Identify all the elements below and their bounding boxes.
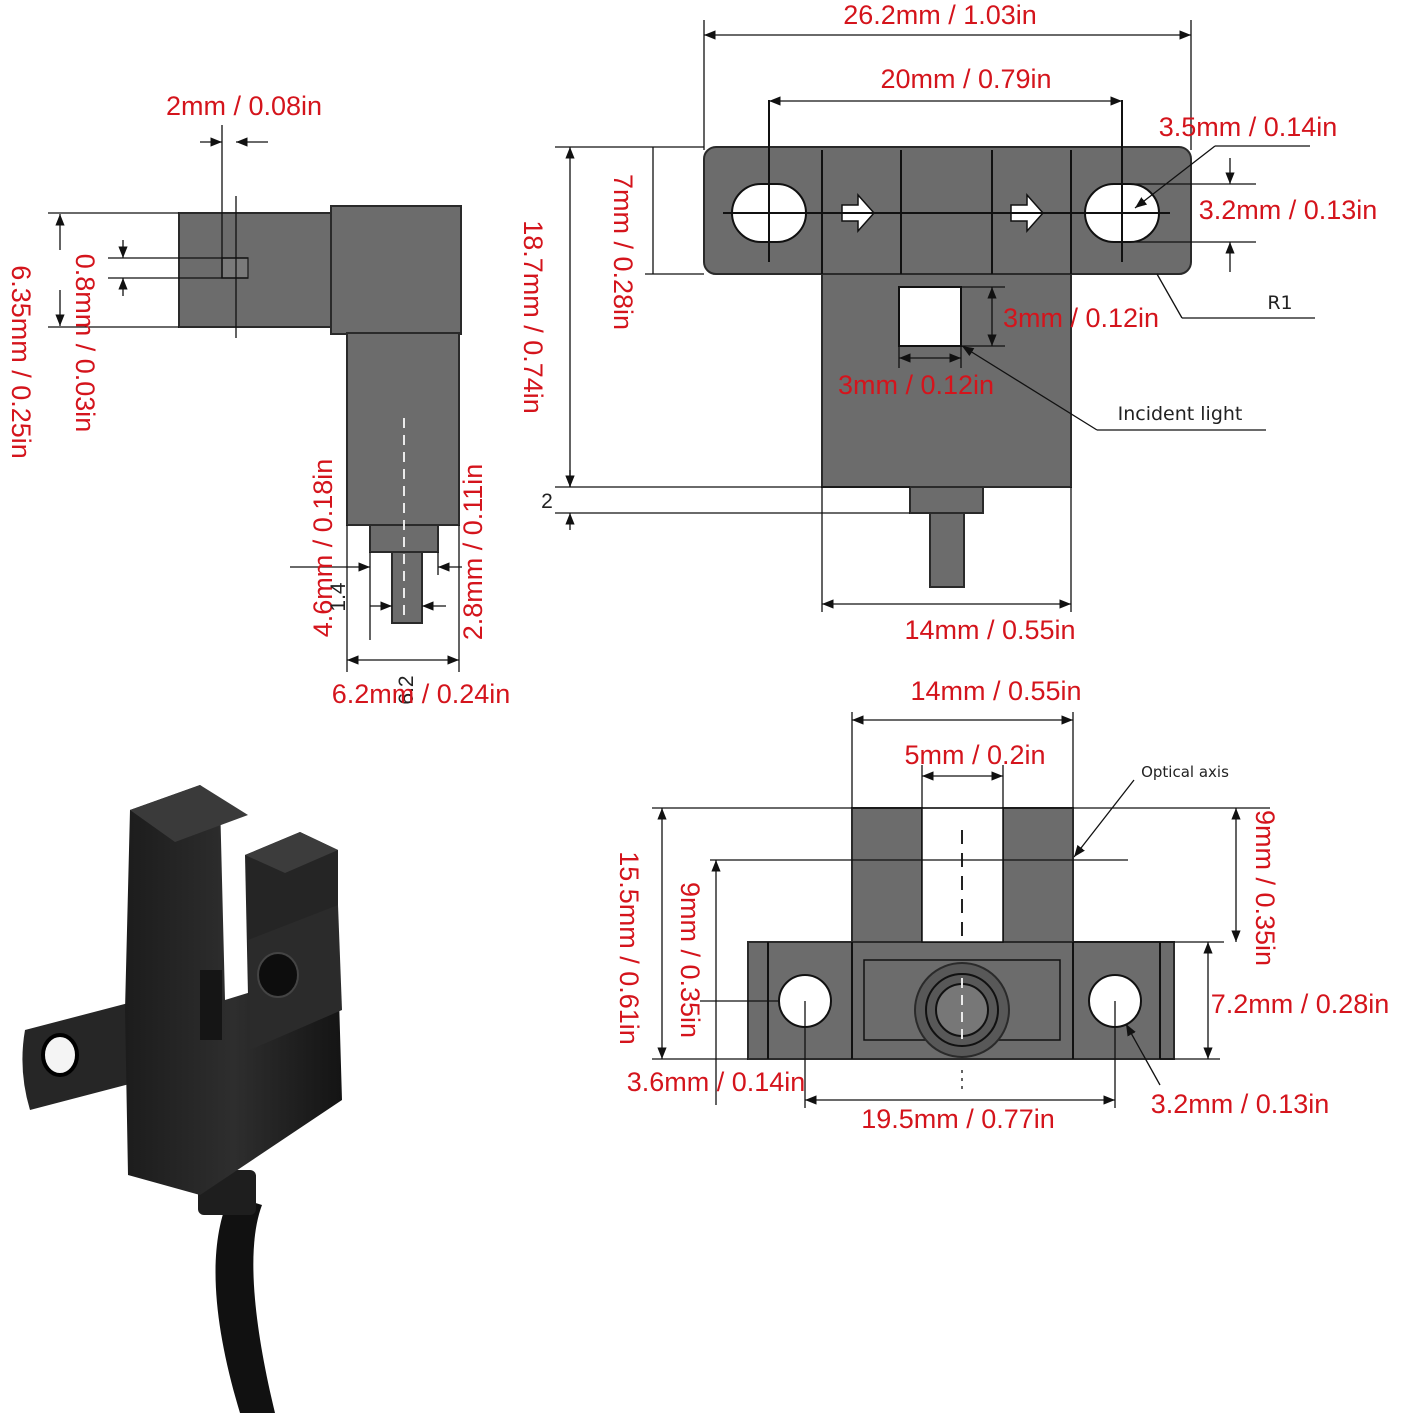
side-lead-notch xyxy=(221,257,249,279)
front-hole-pitch-label: 19.5mm / 0.77in xyxy=(861,1104,1055,1134)
side-pin-side-label: 2.8mm / 0.11in xyxy=(458,464,488,641)
top-overall-width-label: 26.2mm / 1.03in xyxy=(843,0,1037,30)
front-lens-inner xyxy=(935,983,989,1037)
sensor-right-top xyxy=(245,832,338,873)
side-slot-block xyxy=(178,212,333,328)
top-hole-length-label: 3.5mm / 0.14in xyxy=(1159,112,1338,142)
top-aperture-width-label: 3mm / 0.12in xyxy=(838,370,994,400)
front-lens-mid xyxy=(925,973,999,1047)
leader xyxy=(1125,1023,1161,1086)
leader xyxy=(1134,145,1216,209)
sensor-left-top xyxy=(130,785,248,842)
front-hole-diameter-label: 3.2mm / 0.13in xyxy=(1151,1089,1330,1119)
front-body-width-label: 14mm / 0.55in xyxy=(910,676,1081,706)
front-slot-width-label: 5mm / 0.2in xyxy=(904,740,1045,770)
top-hole-pitch-label: 20mm / 0.79in xyxy=(880,64,1051,94)
side-small-a-label: 1.4 xyxy=(327,582,350,612)
front-total-height-label: 15.5mm / 0.61in xyxy=(614,851,644,1045)
top-total-height-label: 18.7mm / 0.74in xyxy=(518,220,548,414)
top-lead-base xyxy=(909,486,984,514)
side-slot-width-label: 2mm / 0.08in xyxy=(166,91,322,121)
side-base-width-label: 6.2mm / 0.24in xyxy=(332,679,511,709)
mount-hole xyxy=(41,1033,79,1077)
aperture-window xyxy=(898,286,962,347)
sensor-cable xyxy=(215,1195,275,1413)
front-slot xyxy=(921,807,1004,943)
front-left-arm xyxy=(851,807,923,943)
leader xyxy=(961,345,1098,431)
front-view: 14mm / 0.55in 5mm / 0.2in Optical axis 1… xyxy=(614,676,1389,1134)
side-view: 2mm / 0.08in 6.35mm / 0.25in 0.8mm / 0.0… xyxy=(6,91,510,709)
top-radius-label: R1 xyxy=(1267,292,1292,314)
front-axis-height-label: 9mm / 0.35in xyxy=(675,882,705,1038)
leader xyxy=(1156,273,1183,319)
side-pin xyxy=(391,551,423,624)
top-view: 26.2mm / 1.03in 20mm / 0.79in 3.5mm / 0.… xyxy=(518,0,1377,645)
side-small-b-label: 6.2 xyxy=(395,675,418,704)
front-optical-axis-label: Optical axis xyxy=(1141,763,1229,781)
top-hole-diameter-label: 3.2mm / 0.13in xyxy=(1199,195,1378,225)
sensor-mount-tab xyxy=(22,1000,146,1110)
front-slot-depth-label: 9mm / 0.35in xyxy=(1250,810,1280,966)
top-incident-light-label: Incident light xyxy=(1118,403,1243,425)
front-flange-height-label: 7.2mm / 0.28in xyxy=(1211,989,1390,1019)
top-lead-gap-label: 2 xyxy=(541,490,553,513)
side-head-block xyxy=(330,205,462,335)
side-pin-offset-label: 4.6mm / 0.18in xyxy=(308,459,338,638)
sensor-window xyxy=(200,970,222,1040)
top-aperture-height-label: 3mm / 0.12in xyxy=(1003,303,1159,333)
side-height-label: 6.35mm / 0.25in xyxy=(6,265,36,459)
front-right-arm xyxy=(1002,807,1074,943)
top-body-width-label: 14mm / 0.55in xyxy=(904,615,1075,645)
mount-hole xyxy=(257,952,299,998)
top-flange-height-label: 7mm / 0.28in xyxy=(608,174,638,330)
side-stem xyxy=(346,332,460,526)
leader xyxy=(1073,779,1135,858)
sensor-body xyxy=(125,785,342,1195)
sensor-photo xyxy=(22,785,342,1413)
front-flange-offset-label: 3.6mm / 0.14in xyxy=(627,1067,806,1097)
side-lead-thickness-label: 0.8mm / 0.03in xyxy=(70,254,100,433)
top-lead xyxy=(929,512,965,588)
